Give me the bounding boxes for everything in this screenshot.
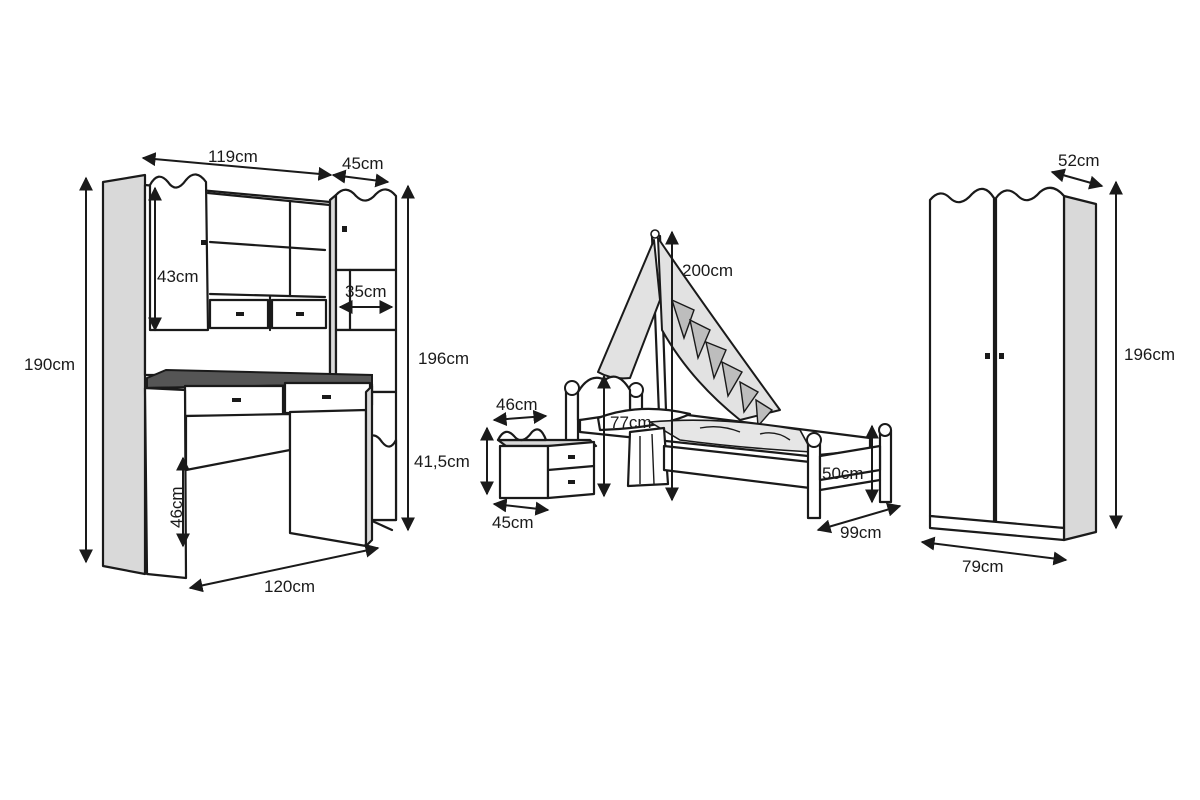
wardrobe-handle-icon <box>985 353 990 359</box>
desk-left-side-panel <box>101 173 147 576</box>
nightstand-unit <box>496 428 598 500</box>
dim-label-desk-width-top: 119cm <box>208 147 258 166</box>
dim-label-shelf-height: 43cm <box>157 267 199 286</box>
dim-label-headboard-height: 77cm <box>610 413 652 432</box>
dim-label-desk-cabinet-depth: 45cm <box>342 154 384 173</box>
dim-label-nightstand-width: 45cm <box>492 513 534 532</box>
dim-label-nightstand-height: 41,5cm <box>414 452 470 471</box>
dim-label-desk-width-bottom: 120cm <box>264 577 315 596</box>
nightstand-side <box>498 444 550 500</box>
bed-dimensions: 200cm 77cm 50cm 99cm 46cm 41,5cm 45cm <box>414 230 902 542</box>
bed-blanket-drape <box>626 426 670 488</box>
wardrobe-side-panel <box>1062 194 1098 542</box>
dim-label-wardrobe-depth: 52cm <box>1058 151 1100 170</box>
dim-label-bed-width: 99cm <box>840 523 882 542</box>
canopy-fabric-left <box>597 239 661 380</box>
bed-foot-post-left <box>806 438 822 520</box>
bed-unit <box>564 229 893 520</box>
wardrobe-left-door <box>928 187 996 526</box>
desk-dimensions: 119cm 45cm 190cm 43cm 35cm 196cm 46cm 12… <box>24 147 469 596</box>
desk-left-upper-door <box>148 173 210 332</box>
door-handle-icon <box>201 240 207 245</box>
dim-label-shelf-depth: 35cm <box>345 282 387 301</box>
dim-label-nightstand-depth: 46cm <box>496 395 538 414</box>
canopy-fabric-right <box>657 237 781 421</box>
wardrobe-dimensions: 52cm 196cm 79cm <box>920 151 1175 576</box>
desk-right-upper-door <box>334 188 398 272</box>
dim-label-canopy-height: 200cm <box>682 261 733 280</box>
dim-label-side-height: 50cm <box>822 464 864 483</box>
dim-label-knee-height: 46cm <box>167 486 186 528</box>
wardrobe-unit <box>928 186 1098 542</box>
dim-label-cabinet-height: 196cm <box>418 349 469 368</box>
dim-label-wardrobe-width: 79cm <box>962 557 1004 576</box>
wardrobe-handle-icon <box>999 353 1004 359</box>
wardrobe-right-door <box>994 186 1066 530</box>
desk-unit <box>101 173 398 580</box>
nightstand-front <box>546 440 596 500</box>
dim-label-wardrobe-height: 196cm <box>1124 345 1175 364</box>
dim-label-desk-total-height: 190cm <box>24 355 75 374</box>
